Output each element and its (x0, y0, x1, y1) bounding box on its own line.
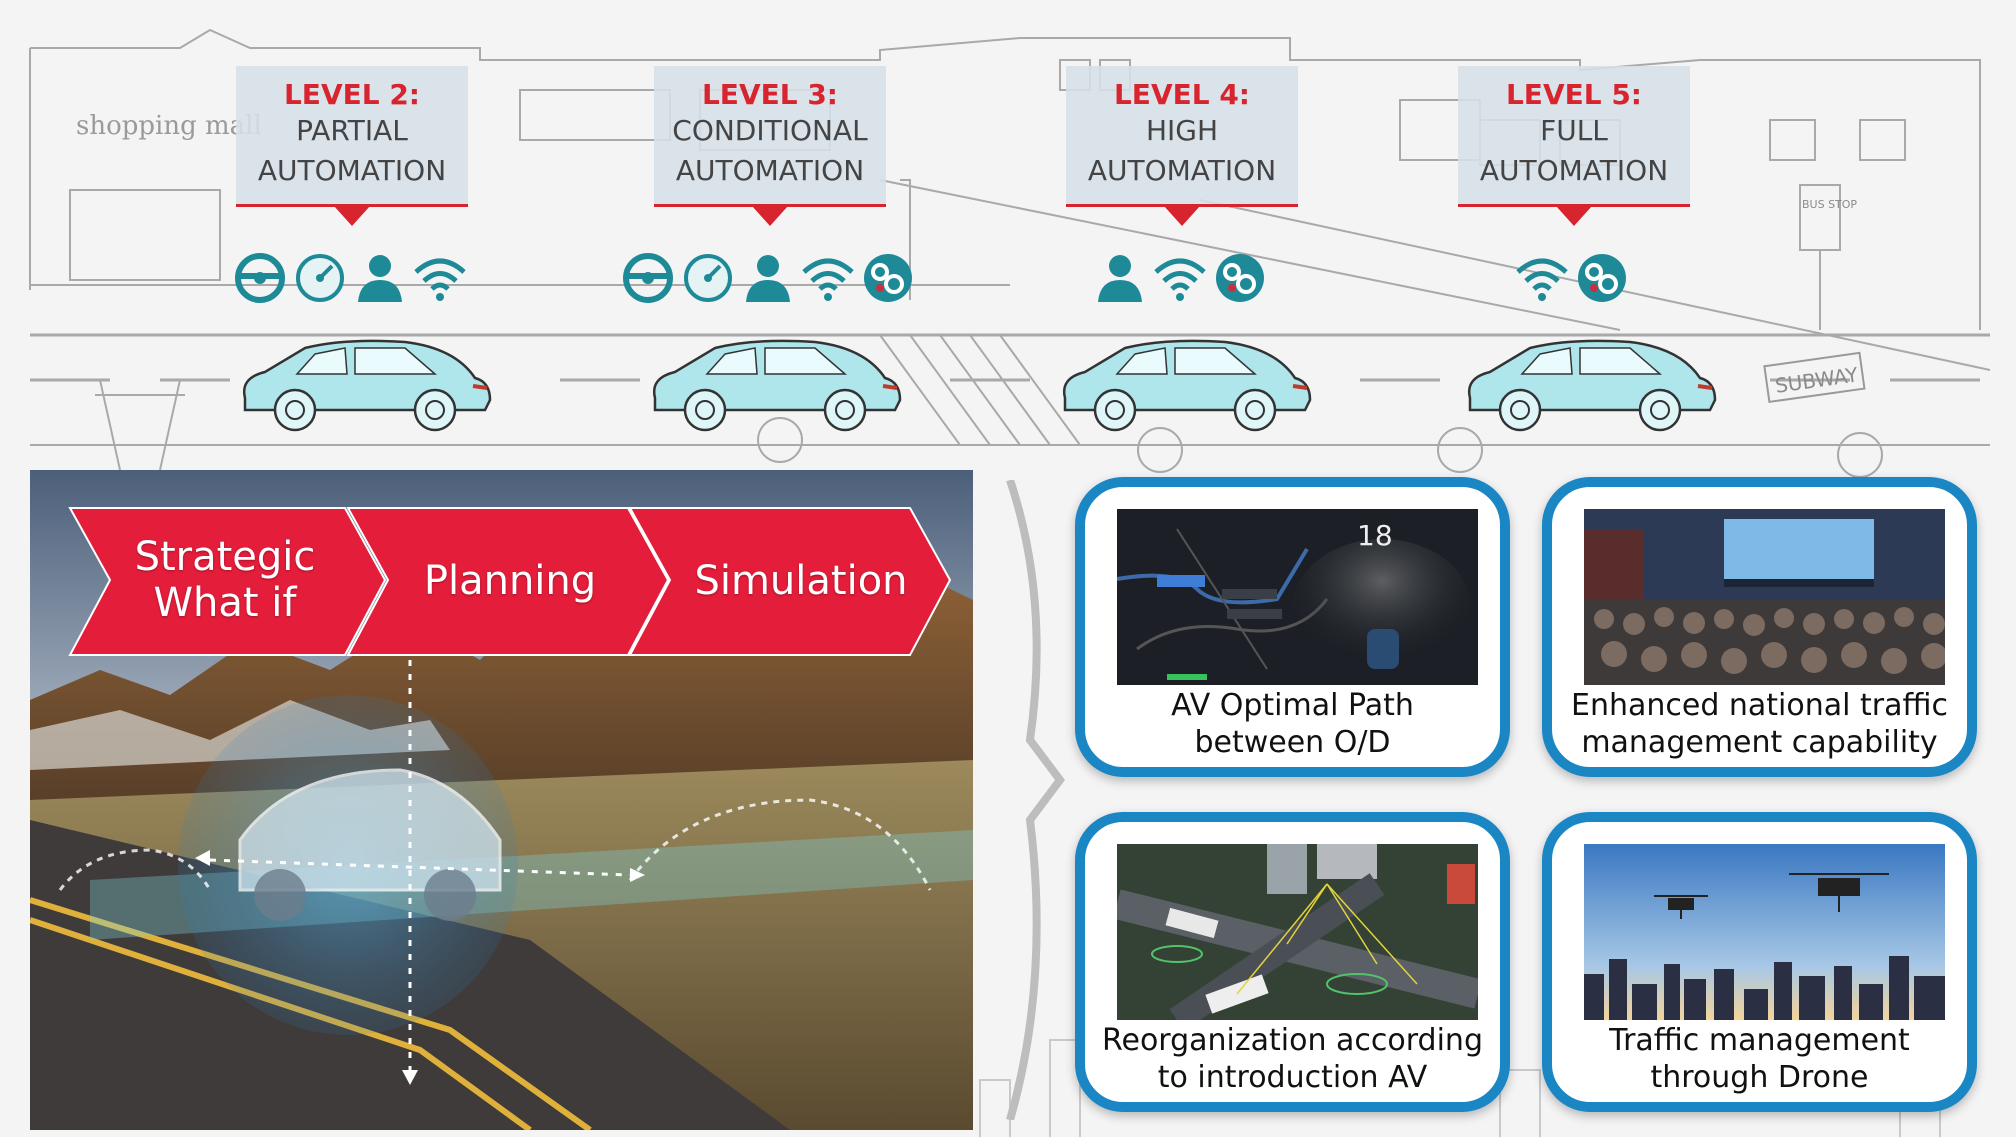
outcome-card-national-traffic: Enhanced national traffic management cap… (1542, 477, 1977, 777)
level-line-2: AUTOMATION (257, 154, 447, 187)
level-title: LEVEL 5: (1505, 78, 1643, 111)
outcome-card-drone: Traffic management through Drone (1542, 812, 1977, 1112)
level-pointer (752, 206, 788, 226)
wifi-icon (412, 250, 468, 306)
gears-icon (1574, 250, 1630, 306)
level-line-1: CONDITIONAL (672, 114, 868, 147)
level-pointer (334, 206, 370, 226)
car-level-3 (652, 339, 902, 432)
shopping-mall-sign: shopping mall (76, 111, 262, 141)
outcome-card-reorganization: Reorganization according to introduction… (1075, 812, 1510, 1112)
driver-icon (352, 250, 408, 306)
conference-photo-image (1584, 509, 1945, 685)
level-icons-5 (1514, 250, 1634, 310)
navigation-screen-image: 18 (1117, 509, 1478, 685)
bus-stop-sign: BUS STOP (1802, 198, 1857, 211)
smart-city-image (1117, 844, 1478, 1020)
level-line-1: HIGH (1145, 114, 1219, 147)
steering-wheel-icon (232, 250, 288, 306)
gears-icon (860, 250, 916, 306)
level-icons-3 (620, 250, 920, 310)
subway-sign: SUBWAY (1774, 362, 1861, 397)
level-pointer (1164, 206, 1200, 226)
process-step-strategic: Strategic What if (100, 534, 350, 626)
connector-bracket (1006, 480, 1065, 1120)
level-pointer (1556, 206, 1592, 226)
level-card-3: LEVEL 3:CONDITIONAL AUTOMATION (654, 66, 886, 226)
car-level-4 (1062, 339, 1312, 432)
level-icons-4 (1092, 250, 1272, 310)
level-card-2: LEVEL 2:PARTIAL AUTOMATION (236, 66, 468, 226)
speedometer-icon (292, 250, 348, 306)
level-title: LEVEL 3: (701, 78, 839, 111)
process-step-planning: Planning (423, 558, 597, 604)
steering-wheel-icon (620, 250, 676, 306)
car-level-2 (242, 339, 492, 432)
outcome-caption-reorganization: Reorganization according to introduction… (1102, 1023, 1483, 1095)
wifi-icon (1152, 250, 1208, 306)
autonomous-car-photo: Strategic What if Planning Simulation (30, 470, 973, 1130)
drone-city-image (1584, 844, 1945, 1020)
level-line-2: AUTOMATION (675, 154, 865, 187)
level-card-5: LEVEL 5:FULL AUTOMATION (1458, 66, 1690, 226)
car-level-5 (1467, 339, 1717, 432)
driver-icon (1092, 250, 1148, 306)
speedometer-icon (680, 250, 736, 306)
level-line-2: AUTOMATION (1087, 154, 1277, 187)
process-step-simulation: Simulation (694, 558, 908, 604)
wifi-icon (1514, 250, 1570, 306)
process-step-strategic-line1: Strategic (134, 534, 316, 580)
level-title: LEVEL 4: (1113, 78, 1251, 111)
wifi-icon (800, 250, 856, 306)
level-icons-2 (232, 250, 472, 310)
photo-scene (30, 470, 973, 1130)
outcome-caption-national-traffic: Enhanced national traffic management cap… (1570, 688, 1948, 760)
level-line-1: FULL (1540, 114, 1608, 147)
speed-readout: 18 (1357, 519, 1393, 552)
level-line-1: PARTIAL (296, 114, 408, 147)
driver-icon (740, 250, 796, 306)
outcome-caption-drone: Traffic management through Drone (1609, 1023, 1910, 1095)
outcome-card-av-path: 18 AV Optimal Path between O/D (1075, 477, 1510, 777)
process-step-strategic-line2: What if (153, 580, 297, 626)
level-title: LEVEL 2: (283, 78, 421, 111)
level-card-4: LEVEL 4:HIGH AUTOMATION (1066, 66, 1298, 226)
gears-icon (1212, 250, 1268, 306)
level-line-2: AUTOMATION (1479, 154, 1669, 187)
outcome-caption-av-path: AV Optimal Path between O/D (1171, 688, 1414, 760)
